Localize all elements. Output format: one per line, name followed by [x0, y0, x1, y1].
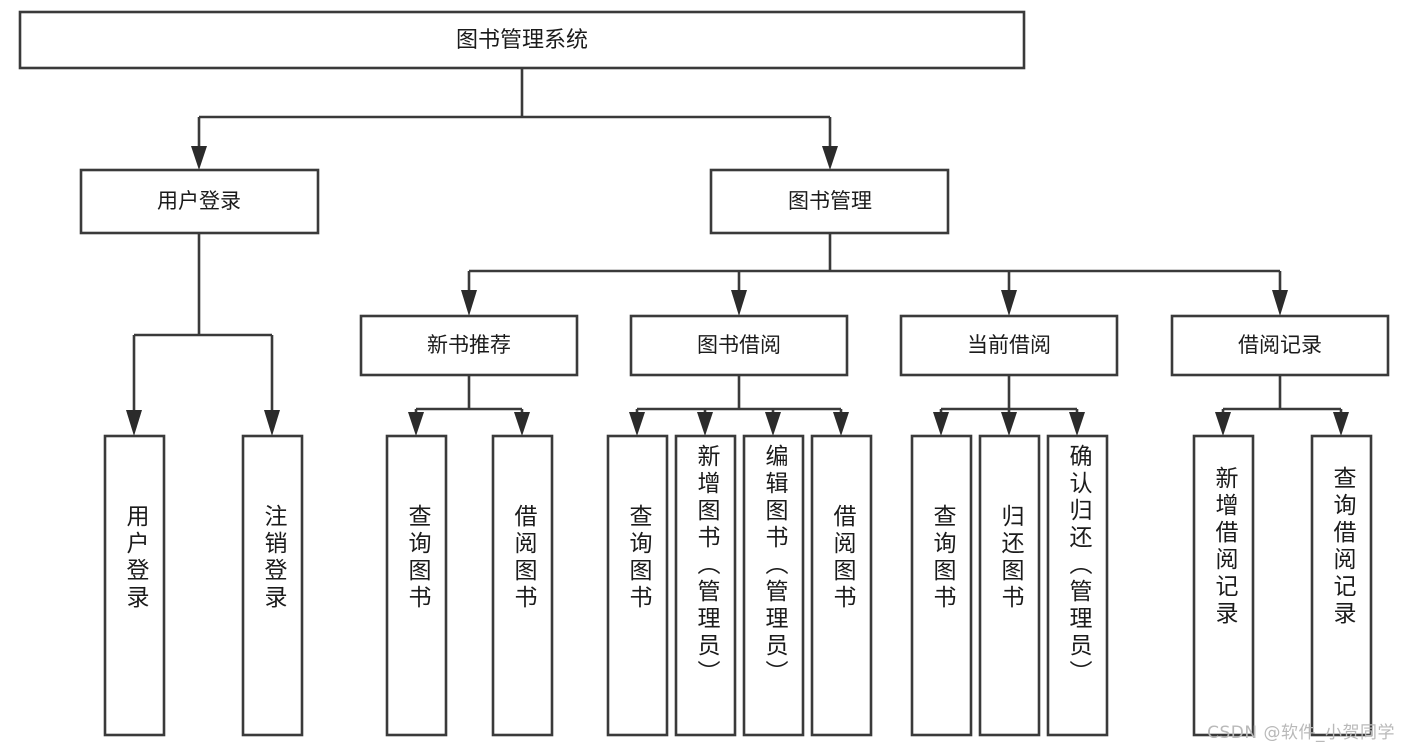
leaf-label-9: 查询图书: [929, 504, 955, 612]
node-user-login-label: 用户登录: [157, 189, 241, 213]
node-new-book-rec[interactable]: 新书推荐: [359, 314, 579, 377]
node-user-login[interactable]: 用户登录: [79, 168, 320, 235]
leaf-label-wrap-12: 新增借阅记录: [1194, 436, 1253, 735]
leaf-box-11[interactable]: [1046, 434, 1109, 737]
leaf-box-9[interactable]: [910, 434, 973, 737]
leaf-label-12: 新增借阅记录: [1211, 466, 1237, 628]
node-book-borrow-box[interactable]: [629, 314, 849, 377]
leaf-label-1: 用户登录: [122, 504, 148, 612]
node-new-book-rec-box[interactable]: [359, 314, 579, 377]
leaf-label-wrap-2: 注销登录: [243, 436, 302, 735]
node-root[interactable]: 图书管理系统: [18, 10, 1026, 70]
arrowhead-leaf-9: [933, 412, 949, 436]
arrowhead-leaf-10: [1001, 412, 1017, 436]
leaf-box-6[interactable]: [674, 434, 737, 737]
arrowhead-book-manage: [822, 146, 838, 170]
node-book-borrow-label: 图书借阅: [697, 333, 781, 357]
leaf-box-10[interactable]: [978, 434, 1041, 737]
leaf-box-group: [103, 434, 1373, 737]
node-book-manage-label: 图书管理: [788, 189, 872, 213]
leaf-box-13[interactable]: [1310, 434, 1373, 737]
leaf-label-6: 新增图书（管理员）: [693, 444, 719, 687]
leaf-box-12[interactable]: [1192, 434, 1255, 737]
leaf-label-10: 归还图书: [997, 504, 1023, 612]
arrowhead-borrow-record: [1272, 290, 1288, 316]
leaf-box-2[interactable]: [241, 434, 304, 737]
leaf-label-wrap-5: 查询图书: [608, 436, 667, 735]
connector-group-book-manage: [461, 233, 1288, 316]
arrowhead-leaf-12: [1215, 412, 1231, 436]
leaf-label-wrap-7: 编辑图书（管理员）: [744, 436, 803, 735]
node-book-manage-box[interactable]: [709, 168, 950, 235]
leaf-label-wrap-3: 查询图书: [387, 436, 446, 735]
arrowhead-user-login: [191, 146, 207, 170]
arrowhead-leaf-2: [264, 410, 280, 436]
arrowhead-new-book-rec: [461, 290, 477, 316]
leaf-box-1[interactable]: [103, 434, 166, 737]
node-new-book-rec-label: 新书推荐: [427, 333, 511, 357]
node-current-borrow-box[interactable]: [899, 314, 1119, 377]
leaf-label-13: 查询借阅记录: [1329, 466, 1355, 628]
arrowhead-current-borrow: [1001, 290, 1017, 316]
leaf-label-wrap-1: 用户登录: [105, 436, 164, 735]
leaf-label-11: 确认归还（管理员）: [1065, 444, 1091, 687]
node-book-manage[interactable]: 图书管理: [709, 168, 950, 235]
arrowhead-book-borrow: [731, 290, 747, 316]
leaf-label-wrap-4: 借阅图书: [493, 436, 552, 735]
leaf-label-5: 查询图书: [625, 504, 651, 612]
node-root-label: 图书管理系统: [456, 28, 588, 53]
leaf-label-4: 借阅图书: [510, 504, 536, 612]
leaf-box-4[interactable]: [491, 434, 554, 737]
arrowhead-leaf-1: [126, 410, 142, 436]
node-borrow-record-label: 借阅记录: [1238, 333, 1322, 357]
leaf-box-3[interactable]: [385, 434, 448, 737]
leaf-label-wrap-9: 查询图书: [912, 436, 971, 735]
node-book-borrow[interactable]: 图书借阅: [629, 314, 849, 377]
arrowhead-leaf-13: [1333, 412, 1349, 436]
node-borrow-record[interactable]: 借阅记录: [1170, 314, 1390, 377]
connector-group-root: [191, 68, 838, 170]
arrowhead-leaf-4: [514, 412, 530, 436]
arrowhead-leaf-7: [765, 412, 781, 436]
arrowhead-leaf-3: [408, 412, 424, 436]
arrowhead-leaf-6: [697, 412, 713, 436]
node-root-box[interactable]: [18, 10, 1026, 70]
leaf-label-wrap-6: 新增图书（管理员）: [676, 436, 735, 735]
csdn-watermark: CSDN @软件_小贺同学: [1207, 723, 1395, 743]
node-current-borrow[interactable]: 当前借阅: [899, 314, 1119, 377]
leaf-box-8[interactable]: [810, 434, 873, 737]
leaf-label-8: 借阅图书: [829, 504, 855, 612]
node-borrow-record-box[interactable]: [1170, 314, 1390, 377]
connector-group-borrow-record: [1215, 375, 1349, 436]
arrowhead-leaf-11: [1069, 412, 1085, 436]
leaf-label-wrap-13: 查询借阅记录: [1312, 436, 1371, 735]
leaf-box-5[interactable]: [606, 434, 669, 737]
node-user-login-box[interactable]: [79, 168, 320, 235]
leaf-label-2: 注销登录: [260, 504, 286, 612]
node-current-borrow-label: 当前借阅: [967, 333, 1051, 357]
leaf-box-7[interactable]: [742, 434, 805, 737]
leaf-label-7: 编辑图书（管理员）: [761, 444, 787, 687]
connector-group-book-borrow: [629, 375, 849, 436]
arrowhead-leaf-8: [833, 412, 849, 436]
leaf-label-wrap-11: 确认归还（管理员）: [1048, 436, 1107, 735]
connector-group-new-book-rec: [408, 375, 530, 436]
leaf-label-3: 查询图书: [404, 504, 430, 612]
connector-group-current-borrow: [933, 375, 1085, 436]
arrowhead-leaf-5: [629, 412, 645, 436]
leaf-label-wrap-8: 借阅图书: [812, 436, 871, 735]
connector-group-user-login: [126, 233, 280, 436]
leaf-label-wrap-10: 归还图书: [980, 436, 1039, 735]
